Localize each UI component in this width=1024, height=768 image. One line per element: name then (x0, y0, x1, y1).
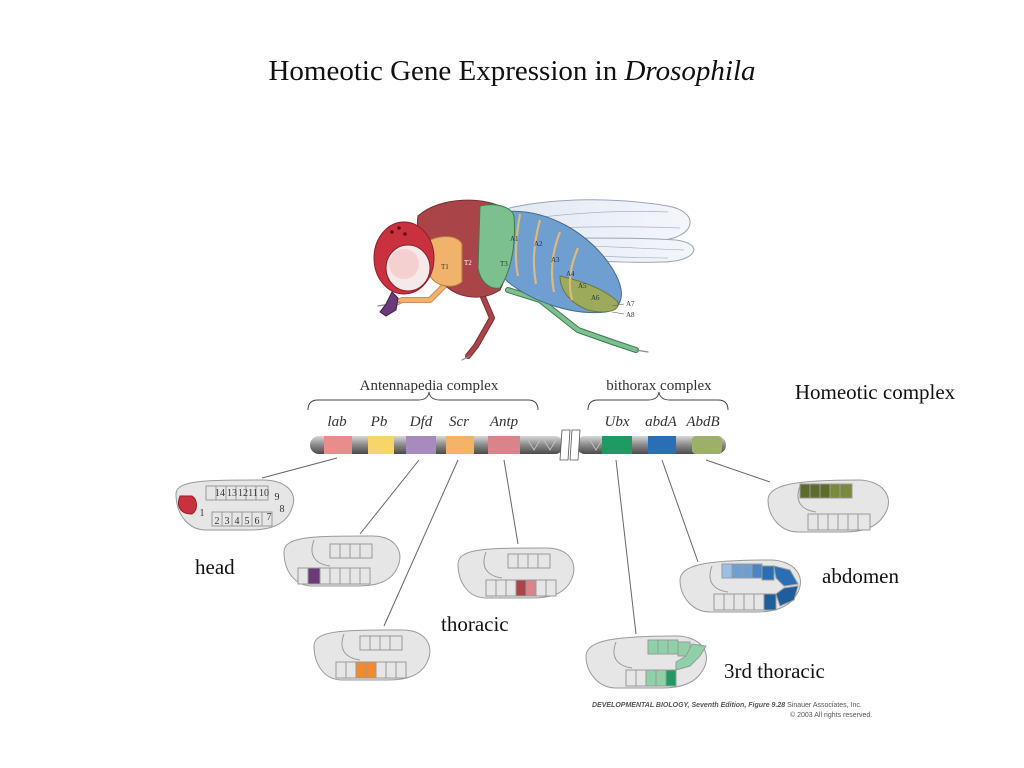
label-T2: T2 (464, 259, 472, 267)
third-thoracic-label: 3rd thoracic (724, 659, 825, 683)
gene-label-Pb: Pb (370, 414, 388, 430)
embryo-number-12: 12 (238, 488, 248, 499)
thoracic-label: thoracic (441, 612, 509, 636)
label-A2: A2 (534, 240, 543, 248)
label-A3: A3 (551, 256, 560, 264)
label-A1: A1 (510, 235, 519, 243)
connector-lines (261, 457, 771, 635)
title-species: Drosophila (624, 55, 756, 87)
embryo-number-11: 11 (248, 488, 258, 499)
embryo-number-10: 10 (259, 488, 269, 499)
page-title: Homeotic Gene Expression in Drosophila (0, 55, 1024, 88)
embryo-number-6: 6 (255, 516, 260, 527)
embryo-number-2: 2 (215, 516, 220, 527)
gene-block-Antp (488, 436, 520, 454)
embryo-abdb (767, 479, 889, 533)
abdomen-stripes (514, 213, 580, 301)
antennapedia-brace (307, 391, 539, 411)
gene-block-Scr (446, 436, 474, 454)
label-A4: A4 (566, 270, 575, 278)
gene-label-Antp: Antp (489, 414, 519, 430)
label-A8: A8 (626, 311, 635, 319)
gene-label-lab: lab (327, 414, 347, 430)
head-label: head (195, 555, 235, 579)
abdomen-label: abdomen (822, 564, 899, 588)
fly-proboscis (379, 291, 399, 317)
gene-block-Pb (368, 436, 394, 454)
gene-blocks (324, 436, 722, 454)
embryo-ubx (585, 635, 707, 689)
gene-label-Dfd: Dfd (409, 414, 433, 430)
fly-abdomen-tip (559, 275, 619, 313)
embryo-number-5: 5 (245, 516, 250, 527)
embryo-number-13: 13 (227, 488, 237, 499)
embryo-number-9: 9 (275, 492, 280, 503)
fly-illustration: T1 T2 T3 A1 A2 A3 A4 A5 A6 A7 A8 (373, 199, 695, 361)
credit-rights: © 2003 All rights reserved. (790, 712, 873, 719)
embryo-lab: 1 2 3 4 5 6 7 8 9 10 11 12 13 14 (175, 479, 294, 531)
label-A6: A6 (591, 294, 600, 302)
fly-thorax-t3 (477, 204, 515, 289)
label-T1: T1 (441, 263, 449, 271)
gene-label-AbdB: AbdB (685, 414, 719, 430)
label-A7: A7 (626, 300, 635, 308)
title-text: Homeotic Gene Expression in (268, 55, 625, 87)
gene-block-Dfd (406, 436, 436, 454)
embryo-scr (313, 629, 431, 681)
gene-block-abdA (648, 436, 676, 454)
gene-block-AbdB (692, 436, 722, 454)
bithorax-complex-label: bithorax complex (606, 378, 712, 394)
embryo-number-4: 4 (235, 516, 240, 527)
label-T3: T3 (500, 260, 508, 268)
credit-book: DEVELOPMENTAL BIOLOGY, Seventh Edition, … (592, 702, 786, 709)
embryo-abda (679, 559, 801, 613)
embryo-number-8: 8 (280, 504, 285, 515)
credit-publisher: Sinauer Associates, Inc. (787, 702, 862, 709)
gene-block-lab (324, 436, 352, 454)
antennapedia-complex-label: Antennapedia complex (360, 378, 499, 394)
embryo-dfd (283, 535, 401, 587)
embryo-antp (457, 547, 575, 599)
fly-legs (377, 279, 649, 361)
fly-thorax-t1 (429, 236, 463, 287)
embryo-number-7: 7 (267, 512, 272, 523)
gene-label-Ubx: Ubx (605, 414, 630, 430)
embryo-number-14: 14 (215, 488, 225, 499)
embryo-number-1: 1 (200, 508, 205, 519)
gene-block-Ubx (602, 436, 632, 454)
label-A5: A5 (578, 282, 587, 290)
bithorax-brace (587, 391, 729, 411)
homeotic-complex-label: Homeotic complex (795, 380, 956, 404)
gene-label-abdA: abdA (645, 414, 678, 430)
embryo-number-3: 3 (225, 516, 230, 527)
gene-label-Scr: Scr (449, 414, 469, 430)
figure-credit: DEVELOPMENTAL BIOLOGY, Seventh Edition, … (592, 702, 862, 709)
